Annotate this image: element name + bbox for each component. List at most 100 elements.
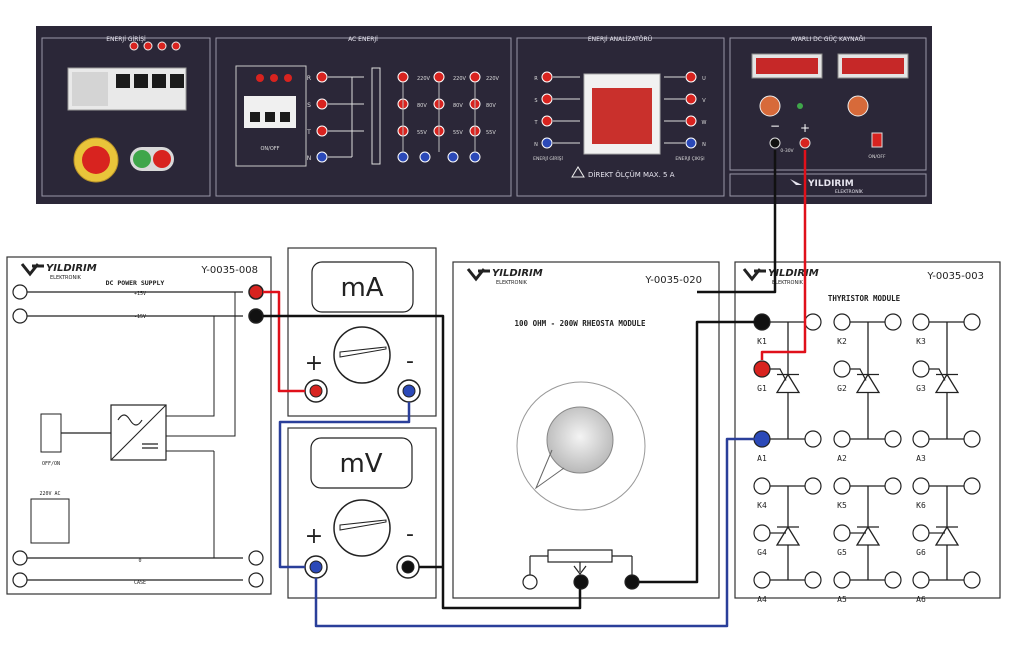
thyristor-terminal-k6[interactable] xyxy=(912,477,930,495)
thyristor-terminal-g6[interactable] xyxy=(912,524,930,542)
thyristor-terminal-g2[interactable] xyxy=(833,360,851,378)
analyzer-in-n[interactable] xyxy=(541,137,553,149)
thyristor-terminal-a2[interactable] xyxy=(833,430,851,448)
dc-supply-case-terminal[interactable] xyxy=(248,572,264,588)
dc-supply-left-terminal-4[interactable] xyxy=(12,572,28,588)
voltage-label-8: 55V xyxy=(453,130,463,136)
thyristor-aux-terminal[interactable] xyxy=(804,571,822,589)
ac-phase-terminals: R S T N xyxy=(306,67,381,165)
thyristor-title: THYRISTOR MODULE xyxy=(828,294,901,303)
trainer-panel-body xyxy=(36,26,932,204)
dc-current-knob[interactable] xyxy=(847,95,869,117)
terminal-t[interactable] xyxy=(316,125,328,137)
dc-supply-mains-socket[interactable] xyxy=(30,498,70,544)
thyristor-label-g1: G1 xyxy=(757,384,767,393)
thyristor-terminal-a3[interactable] xyxy=(912,430,930,448)
thyristor-label-a4: A4 xyxy=(757,595,767,604)
analyzer-in-r[interactable] xyxy=(541,71,553,83)
dc-power-switch[interactable] xyxy=(871,132,883,148)
thyristor-aux-terminal[interactable] xyxy=(884,477,902,495)
main-breaker[interactable] xyxy=(67,41,187,111)
thyristor-symbol-icon xyxy=(850,486,881,580)
dc-voltage-knob[interactable] xyxy=(759,95,781,117)
rheostat-right-terminal[interactable] xyxy=(624,574,640,590)
phase-label-s: S xyxy=(307,102,311,109)
thyristor-terminal-a6[interactable] xyxy=(912,571,930,589)
thyristor-aux-terminal[interactable] xyxy=(963,430,981,448)
thyristor-label-k2: K2 xyxy=(837,337,847,346)
dc-supply-left-terminal-3[interactable] xyxy=(12,550,28,566)
dc-plus-terminal[interactable] xyxy=(799,137,811,149)
analyzer-out-n[interactable] xyxy=(685,137,697,149)
wire-blue-anode xyxy=(314,437,755,628)
terminal-s[interactable] xyxy=(316,98,328,110)
terminal-r[interactable] xyxy=(316,71,328,83)
dc-supply-zero-terminal[interactable] xyxy=(248,550,264,566)
ammeter-gauge-icon xyxy=(333,326,391,384)
analyzer-energy-in: ENERJİ GİRİŞİ xyxy=(533,155,563,162)
wires xyxy=(263,150,807,628)
dc-supply-left-terminal-1[interactable] xyxy=(12,284,28,300)
rheostat-code: Y-0035-020 xyxy=(644,275,702,286)
thyristor-aux-terminal[interactable] xyxy=(804,477,822,495)
start-stop-button[interactable] xyxy=(130,147,174,171)
thyristor-terminal-g3[interactable] xyxy=(912,360,930,378)
thyristor-terminal-k2[interactable] xyxy=(833,313,851,331)
thyristor-aux-terminal[interactable] xyxy=(884,313,902,331)
dc-supply-power-switch[interactable] xyxy=(40,413,62,453)
transformer-output-terminals: 220V 220V 220V 80V 80V 80V 55V 55V 55V xyxy=(397,71,500,163)
thyristor-symbol-icon xyxy=(929,486,960,580)
dc-supply-left-terminal-2[interactable] xyxy=(12,308,28,324)
thyristor-aux-terminal[interactable] xyxy=(884,430,902,448)
thyristor-terminal-k4[interactable] xyxy=(753,477,771,495)
thyristor-label-g4: G4 xyxy=(757,548,767,557)
brand-logo-icon xyxy=(790,179,802,185)
thyristor-aux-terminal[interactable] xyxy=(804,313,822,331)
rheostat-dial-icon[interactable] xyxy=(516,381,646,511)
wire-black-rheostat xyxy=(263,314,582,610)
thyristor-terminal-k1[interactable] xyxy=(753,313,771,331)
dc-supply-minus15-terminal[interactable] xyxy=(248,308,264,324)
rheostat-title: 100 OHM - 200W RHEOSTA MODULE xyxy=(515,319,646,328)
thyristor-aux-terminal[interactable] xyxy=(963,313,981,331)
thyristor-aux-terminal[interactable] xyxy=(963,571,981,589)
thyristor-aux-terminal[interactable] xyxy=(884,571,902,589)
dc-supply-plus15-terminal[interactable] xyxy=(248,284,264,300)
rheostat-wiper-terminal[interactable] xyxy=(573,574,589,590)
thyristor-label-g2: G2 xyxy=(837,384,847,393)
dc-power-supply-module: YILDIRIM ELEKTRONIK Y-0035-008 DC POWER … xyxy=(6,256,272,595)
thyristor-terminal-a4[interactable] xyxy=(753,571,771,589)
analyzer-in-t[interactable] xyxy=(541,115,553,127)
thyristor-terminal-g1[interactable] xyxy=(753,360,771,378)
thyristor-label-a3: A3 xyxy=(916,454,926,463)
thyristor-code: Y-0035-003 xyxy=(926,271,984,282)
terminal-n[interactable] xyxy=(316,151,328,163)
analyzer-out-u[interactable] xyxy=(685,71,697,83)
analyzer-in-s[interactable] xyxy=(541,93,553,105)
brand-logo-icon xyxy=(20,263,44,277)
dc-supply-mains-label: 220V AC xyxy=(39,491,60,497)
thyristor-terminal-g4[interactable] xyxy=(753,524,771,542)
thyristor-brand-sub: ELEKTRONIK xyxy=(772,280,804,286)
dc-supply-brand: YILDIRIM xyxy=(46,263,97,274)
thyristor-terminal-k3[interactable] xyxy=(912,313,930,331)
rheostat-brand-sub: ELEKTRONIK xyxy=(496,280,528,286)
rheostat-left-terminal[interactable] xyxy=(522,574,538,590)
thyristor-terminal-a1[interactable] xyxy=(753,430,771,448)
emergency-stop-button[interactable] xyxy=(73,137,119,183)
thyristor-aux-terminal[interactable] xyxy=(963,477,981,495)
analyzer-out-w[interactable] xyxy=(685,115,697,127)
dc-supply-title: DC POWER SUPPLY xyxy=(106,279,165,287)
voltage-label-7: 55V xyxy=(417,130,427,136)
thyristor-aux-terminal[interactable] xyxy=(804,430,822,448)
dc-minus-terminal[interactable] xyxy=(769,137,781,149)
dc-supply-switch-label: OFF/ON xyxy=(42,461,60,467)
ammeter-minus-label: - xyxy=(406,349,414,374)
dc-supply-code: Y-0035-008 xyxy=(200,265,258,276)
analyzer-out-label-w: W xyxy=(702,120,707,126)
thyristor-terminal-g5[interactable] xyxy=(833,524,851,542)
thyristor-terminal-a5[interactable] xyxy=(833,571,851,589)
thyristor-terminal-k5[interactable] xyxy=(833,477,851,495)
analyzer-out-v[interactable] xyxy=(685,93,697,105)
three-phase-switch[interactable]: ON/OFF xyxy=(235,65,307,167)
